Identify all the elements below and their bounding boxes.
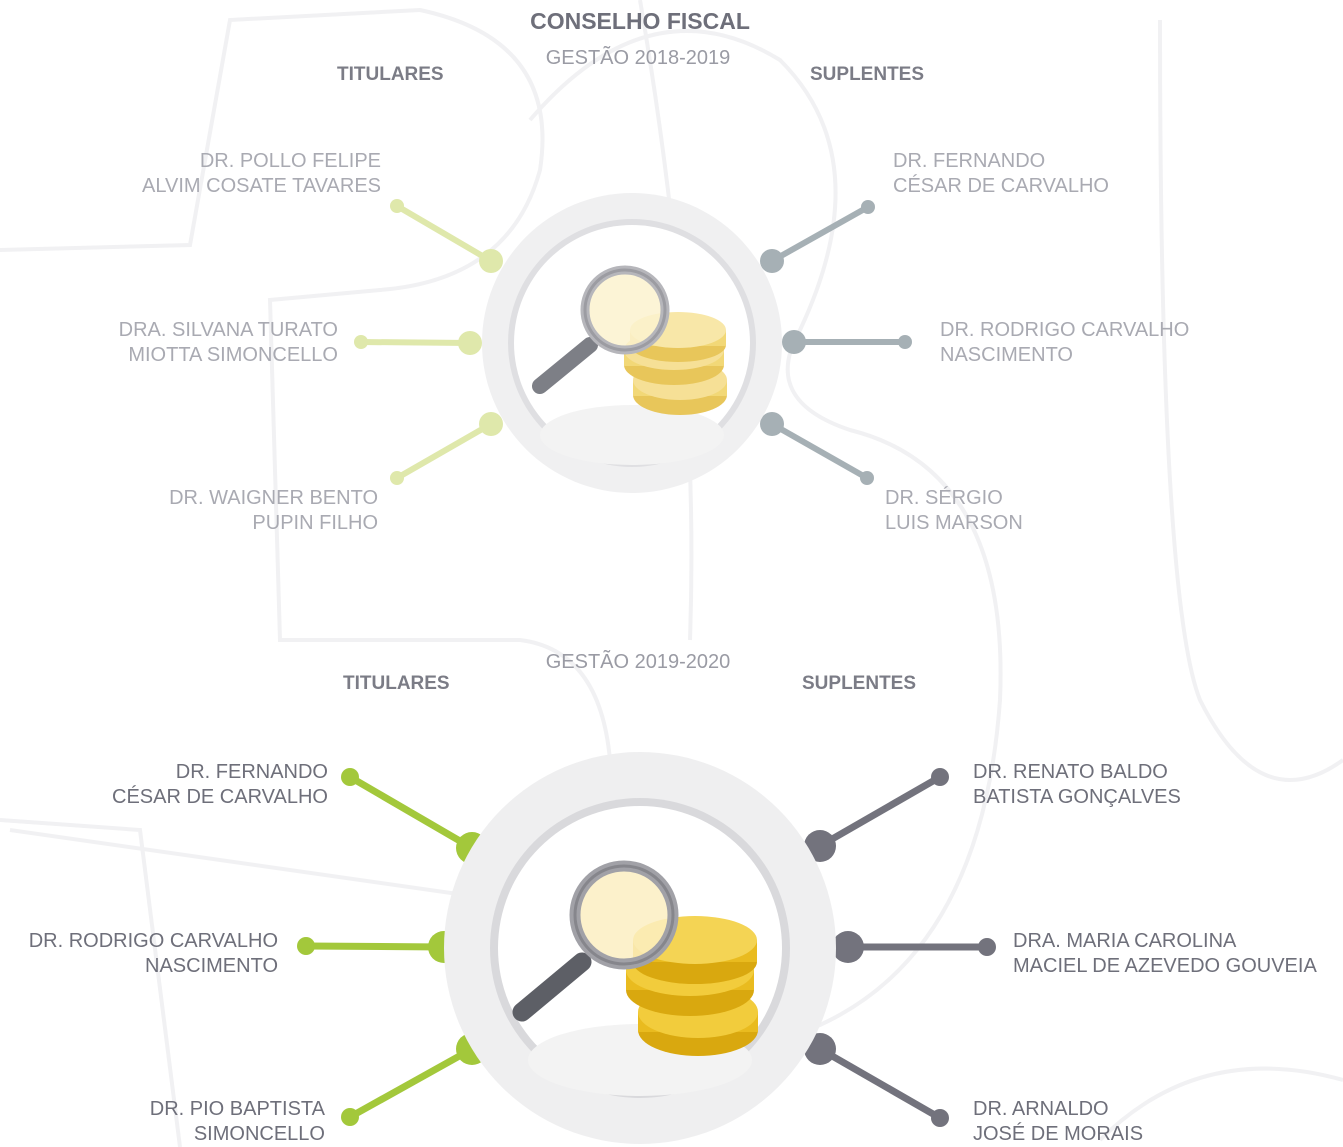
connector-dot-small: [978, 938, 996, 956]
connector-dot-small: [898, 335, 912, 349]
connector-dot-small: [931, 768, 949, 786]
suplente-connectors: [804, 768, 996, 1127]
page-title: CONSELHO FISCAL: [530, 8, 750, 34]
connector-suplente-3: [770, 421, 869, 481]
connector-dot-small: [860, 471, 874, 485]
connector-dot-large: [479, 249, 503, 273]
connector-suplente-1: [818, 773, 942, 850]
connector-titular-3: [348, 1045, 474, 1121]
titulares-heading: TITULARES: [337, 64, 444, 85]
titulares-heading: TITULARES: [343, 673, 450, 694]
connector-dot-small: [390, 471, 404, 485]
connector-lines: [354, 199, 912, 485]
connector-suplente-1: [770, 204, 870, 264]
connector-dot-small: [297, 937, 315, 955]
connector-dot-large: [458, 331, 482, 355]
magnifier-coins-icon: [482, 193, 782, 493]
suplentes-heading: SUPLENTES: [802, 673, 917, 694]
suplente-connectors: [760, 200, 912, 485]
connector-dot-large: [760, 249, 784, 273]
connector-dot-large: [479, 412, 503, 436]
titular-connectors: [354, 199, 503, 485]
connector-titular-1: [348, 773, 474, 852]
connector-dot-small: [341, 768, 359, 786]
connector-titular-2: [360, 339, 471, 346]
connector-dot-small: [931, 1109, 949, 1127]
connector-dot-large: [760, 412, 784, 436]
connector-dot-large: [782, 330, 806, 354]
connector-dot-small: [861, 200, 875, 214]
connector-dot-large: [832, 931, 864, 963]
magnifier-coins-icon: [444, 752, 836, 1144]
term-label: GESTÃO 2019-2020: [545, 651, 731, 673]
connector-dot-small: [354, 335, 368, 349]
magnifier: [532, 265, 670, 394]
connector-suplente-3: [818, 1045, 942, 1122]
term-label: GESTÃO 2018-2019: [545, 47, 731, 69]
suplentes-heading: SUPLENTES: [810, 64, 925, 85]
connector-titular-2: [305, 942, 445, 951]
connector-dot-small: [341, 1108, 359, 1126]
magnifier: [512, 860, 679, 1022]
connector-titular-3: [395, 421, 493, 481]
connector-titular-1: [395, 203, 493, 264]
connector-dot-large: [804, 830, 836, 862]
connector-dot-small: [390, 199, 404, 213]
